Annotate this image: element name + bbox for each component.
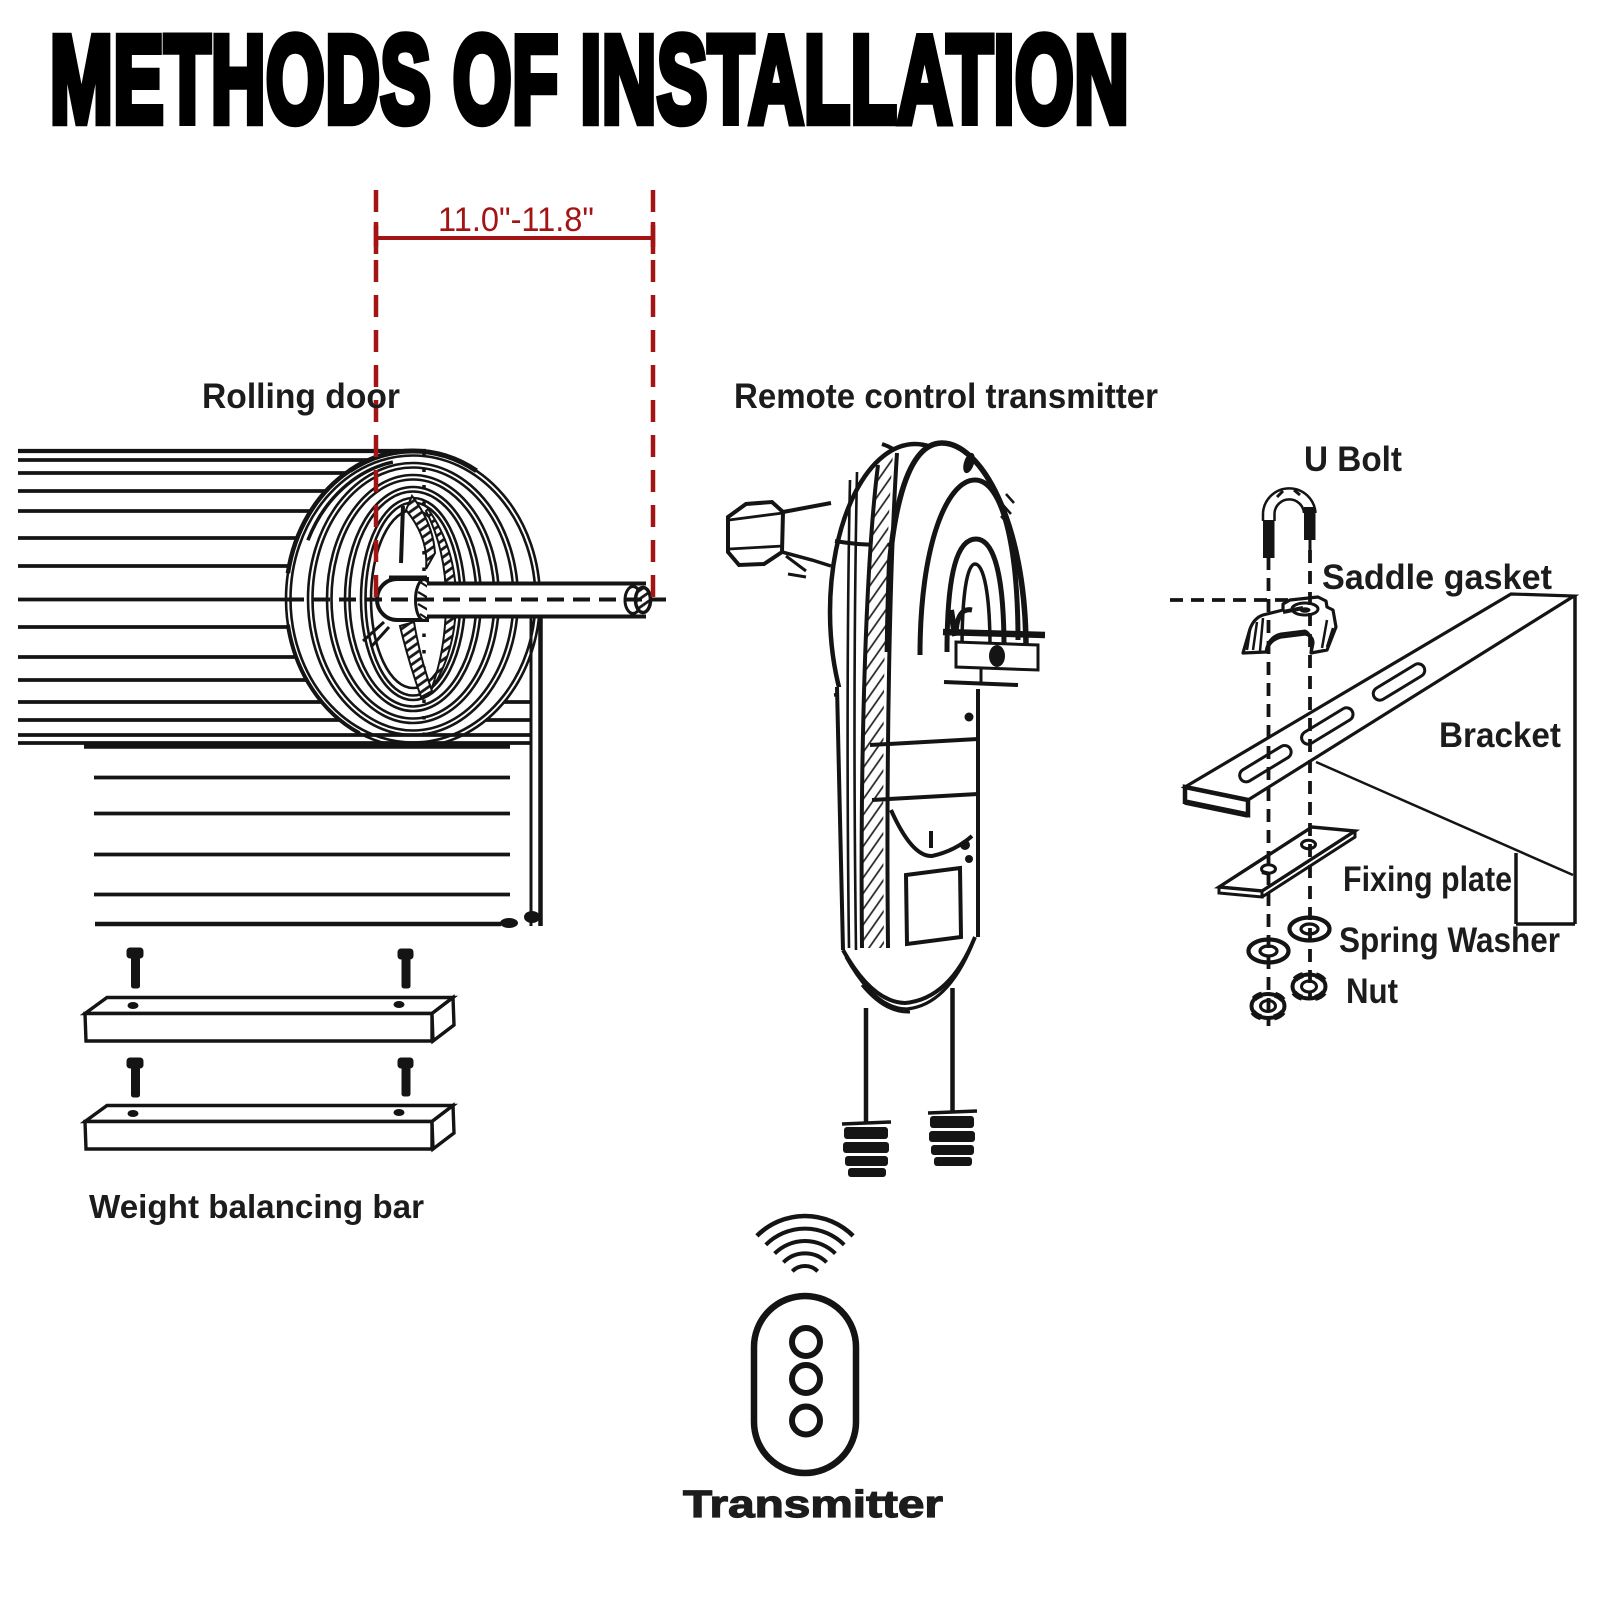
svg-text:Weight balancing bar: Weight balancing bar xyxy=(89,1188,424,1225)
svg-text:U Bolt: U Bolt xyxy=(1304,440,1402,479)
svg-text:Rolling door: Rolling door xyxy=(202,377,400,416)
svg-text:Fixing plate: Fixing plate xyxy=(1343,860,1512,899)
svg-text:Transmitter: Transmitter xyxy=(683,1484,943,1526)
svg-text:Nut: Nut xyxy=(1346,972,1398,1011)
svg-text:Remote control transmitter: Remote control transmitter xyxy=(734,377,1158,416)
svg-text:Spring Washer: Spring Washer xyxy=(1339,921,1560,960)
svg-text:11.0"-11.8": 11.0"-11.8" xyxy=(438,201,594,239)
svg-text:Bracket: Bracket xyxy=(1439,716,1561,755)
svg-text:Saddle gasket: Saddle gasket xyxy=(1322,558,1552,597)
